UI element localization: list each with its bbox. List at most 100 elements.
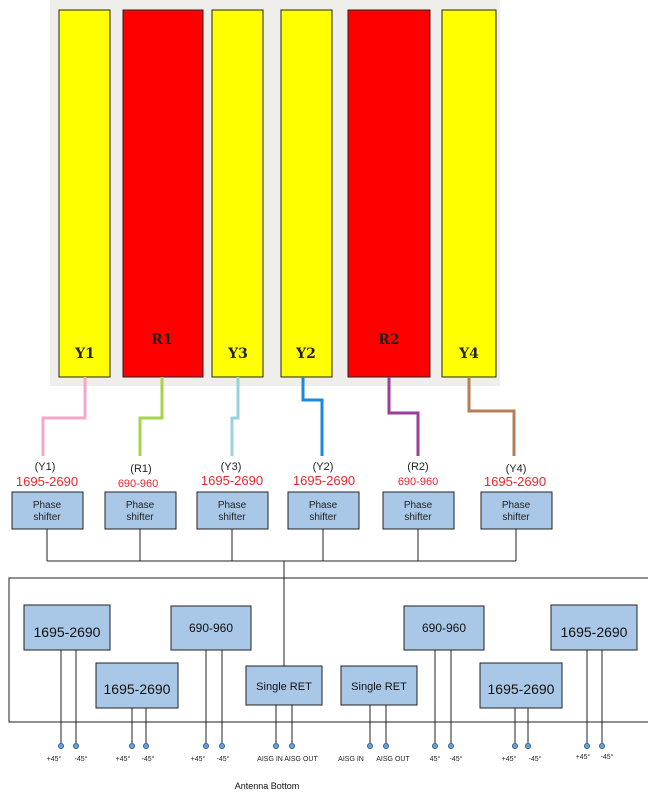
tag-y1: (Y1) [35,461,56,473]
tag-r1: (R1) [130,463,151,475]
tag-y3: (Y3) [221,461,242,473]
bottom-box-8 [550,604,638,651]
phase-shifter-box-y1 [11,491,84,530]
feed-line-y3 [230,377,240,456]
bottom-boxes [23,604,638,709]
phase-shifter-text-r2-2: shifter [404,512,432,523]
phase-shifter-text-y4-1: Phase [502,500,531,511]
port-terminal [599,743,605,749]
port-terminal [129,743,135,749]
phase-shifter-box-y4 [480,491,553,530]
phase-shifters [11,491,553,530]
port-label-14: -45° [529,755,542,763]
column-y4 [441,9,497,378]
port-terminal [289,743,295,749]
port-terminal [584,743,590,749]
radiator-panel [50,0,500,386]
bottom-box-3-label: 690-960 [189,621,233,635]
phase-shifter-box-y3 [196,491,269,530]
port-label-11: 45° [430,755,441,763]
column-y1 [58,9,111,378]
port-terminal [383,743,389,749]
bottom-box-7 [479,662,563,709]
bottom-box-6-label: 690-960 [422,621,466,635]
band-y1: 1695-2690 [16,474,78,489]
bottom-box-2 [95,662,179,709]
port-label-10: AISG OUT [376,756,410,763]
port-terminals [58,743,605,749]
bottom-enclosure [8,577,648,723]
port-label-8: AISG OUT [284,756,318,763]
port-terminal [219,743,225,749]
bottom-box-2-label: 1695-2690 [104,681,171,697]
port-label-6: -45° [217,755,230,763]
port-label-13: +45° [502,755,517,763]
bottom-box-1 [23,604,111,651]
band-y4: 1695-2690 [484,474,546,489]
port-label-5: +45° [191,755,206,763]
tag-y4: (Y4) [506,463,527,475]
radiator-columns [58,9,497,378]
bottom-box-8-label: 1695-2690 [561,624,628,640]
bottom-box-1-label: 1695-2690 [34,624,101,640]
bottom-box-4-label: Single RET [256,681,312,693]
port-terminal [143,743,149,749]
column-y3 [211,9,264,378]
phase-shifter-text-y2-1: Phase [309,500,338,511]
phase-shifter-text-y1-2: shifter [33,512,61,523]
bottom-box-5 [340,665,418,706]
phase-shifter-text-y1-1: Phase [33,500,62,511]
phase-shifter-box-r2 [382,491,455,530]
band-r2: 690-960 [398,476,438,488]
column-label-r2: R2 [378,332,399,348]
port-label-9: AISG IN [338,756,364,763]
column-y2 [280,9,333,378]
column-r1 [122,9,204,378]
phase-shifter-text-y4-2: shifter [502,512,530,523]
port-terminal [203,743,209,749]
port-terminal [73,743,79,749]
port-label-15: +45° [576,753,591,761]
column-label-y3: Y3 [227,346,248,362]
port-label-2: -45° [75,755,88,763]
feed-line-r2 [387,377,420,456]
phase-shifter-box-r1 [104,491,177,530]
column-label-r1: R1 [151,332,172,348]
band-r1: 690-960 [118,478,158,490]
feed-line-r1 [138,377,164,456]
port-label-16: -45° [601,753,614,761]
band-y3: 1695-2690 [201,473,263,488]
column-label-y2: Y2 [295,346,316,362]
bottom-box-4 [245,665,323,706]
port-leads [60,650,603,744]
port-terminal [273,743,279,749]
bottom-box-7-label: 1695-2690 [488,681,555,697]
phase-shifter-text-y3-2: shifter [218,512,246,523]
bottom-box-6 [403,605,485,651]
port-label-1: +45° [47,755,62,763]
port-terminal [58,743,64,749]
phase-shifter-text-y3-1: Phase [218,500,247,511]
phase-shifter-text-r1-1: Phase [126,500,155,511]
column-label-y1: Y1 [74,346,95,362]
port-label-3: +45° [116,755,131,763]
feed-line-y2 [301,377,324,456]
footer-antenna-bottom: Antenna Bottom [235,781,300,791]
band-y2: 1695-2690 [293,473,355,488]
bottom-box-3 [170,605,252,651]
tag-y2: (Y2) [313,461,334,473]
port-terminal [432,743,438,749]
port-terminal [367,743,373,749]
bottom-box-5-label: Single RET [351,681,407,693]
port-terminal [525,743,531,749]
feed-line-y4 [467,377,516,456]
port-terminal [448,743,454,749]
feed-line-y1 [41,377,87,456]
port-label-12: -45° [450,755,463,763]
tag-r2: (R2) [407,461,428,473]
port-label-4: -45° [142,755,155,763]
port-label-7: AISG IN [257,756,283,763]
column-r2 [347,9,431,378]
phase-shifter-text-y2-2: shifter [309,512,337,523]
